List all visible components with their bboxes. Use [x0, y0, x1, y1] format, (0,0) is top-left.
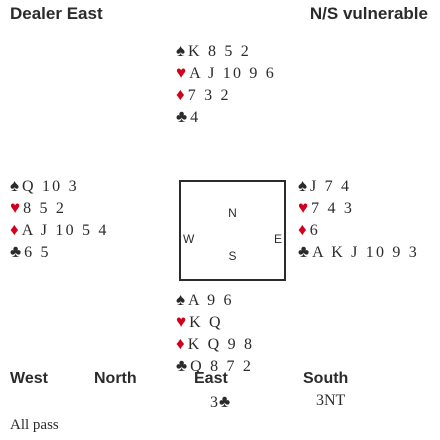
- west-hand: ♠Q 10 3 ♥8 5 2 ♦A J 10 5 4 ♣6 5: [10, 175, 109, 263]
- north-diamonds: 7 3 2: [187, 87, 231, 104]
- club-icon: ♣: [10, 242, 22, 261]
- auction-header-north: North: [94, 370, 137, 387]
- east-clubs: A K J 10 9 3: [312, 244, 420, 261]
- spade-icon: ♠: [10, 176, 20, 195]
- compass-south: S: [228, 249, 237, 263]
- heart-icon: ♥: [10, 198, 21, 217]
- heart-icon: ♥: [298, 198, 309, 217]
- west-hearts: 8 5 2: [23, 200, 67, 217]
- club-icon: ♣: [176, 107, 188, 126]
- diamond-icon: ♦: [10, 220, 19, 239]
- north-hearts: A J 10 9 6: [189, 65, 276, 82]
- compass-north: N: [228, 206, 237, 220]
- auction-header-south: South: [303, 370, 349, 387]
- diamond-icon: ♦: [176, 334, 185, 353]
- south-hand: ♠A 9 6 ♥K Q ♦K Q 9 8 ♣Q 8 7 2: [176, 289, 254, 377]
- east-hearts: 7 4 3: [311, 200, 355, 217]
- south-spades: A 9 6: [188, 292, 234, 309]
- north-spades: K 8 5 2: [188, 43, 251, 60]
- heart-icon: ♥: [176, 63, 187, 82]
- auction-header-east: East: [194, 370, 228, 387]
- compass-east: E: [273, 232, 282, 246]
- west-clubs: 6 5: [24, 244, 51, 261]
- south-call: 3NT: [316, 392, 346, 409]
- south-hearts: K Q: [189, 314, 223, 331]
- east-call: 3♣: [210, 392, 233, 412]
- east-hand: ♠J 7 4 ♥7 4 3 ♦6 ♣A K J 10 9 3: [298, 175, 419, 263]
- diamond-icon: ♦: [176, 85, 185, 104]
- vulnerability-label: N/S vulnerable: [309, 4, 428, 23]
- north-hand: ♠K 8 5 2 ♥A J 10 9 6 ♦7 3 2 ♣4: [176, 40, 276, 128]
- north-clubs: 4: [190, 109, 201, 126]
- south-diamonds: K Q 9 8: [187, 336, 255, 353]
- spade-icon: ♠: [176, 41, 186, 60]
- south-clubs: Q 8 7 2: [190, 358, 254, 375]
- diamond-icon: ♦: [298, 220, 307, 239]
- east-diamonds: 6: [309, 222, 320, 239]
- dealer-label: Dealer East: [10, 4, 103, 23]
- spade-icon: ♠: [298, 176, 308, 195]
- east-spades: J 7 4: [310, 178, 352, 195]
- compass-box: N W E S: [179, 180, 286, 281]
- club-icon: ♣: [219, 392, 231, 411]
- west-diamonds: A J 10 5 4: [21, 222, 109, 239]
- club-icon: ♣: [298, 242, 310, 261]
- auction-header-west: West: [10, 370, 48, 387]
- east-call-level: 3: [210, 394, 218, 411]
- club-icon: ♣: [176, 356, 188, 375]
- west-spades: Q 10 3: [22, 178, 79, 195]
- spade-icon: ♠: [176, 290, 186, 309]
- auction-final: All pass: [10, 417, 59, 433]
- compass-west: W: [183, 232, 195, 246]
- heart-icon: ♥: [176, 312, 187, 331]
